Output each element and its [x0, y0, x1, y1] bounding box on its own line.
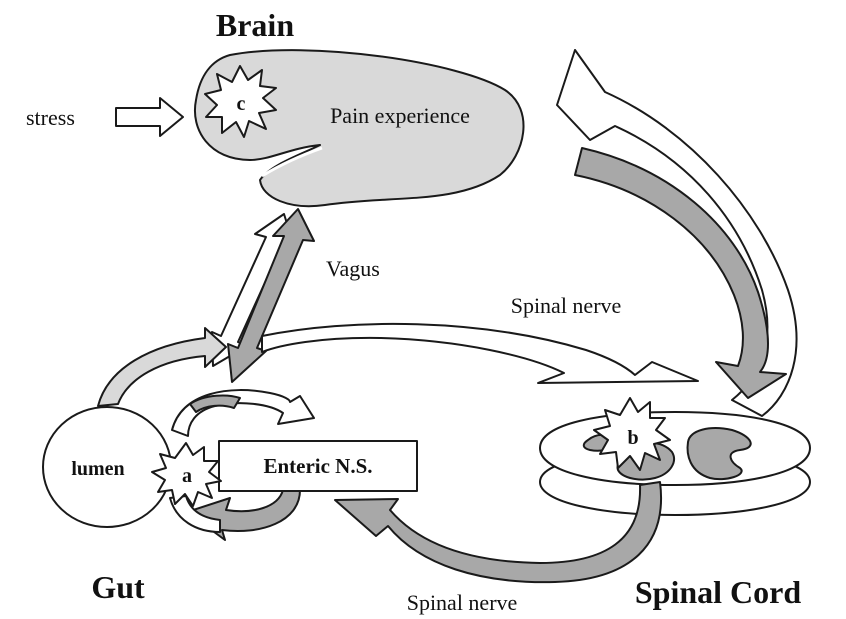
- a-label: a: [182, 465, 192, 487]
- spinal-cord-label: Spinal Cord: [635, 574, 801, 610]
- gut-label: Gut: [91, 569, 145, 605]
- enteric-top-loop-arrow-icon: [172, 390, 314, 436]
- spinal-nerve-top-arrow-icon: [262, 324, 698, 383]
- pain-experience-label: Pain experience: [330, 103, 470, 128]
- spinal-nerve-bottom-label: Spinal nerve: [407, 590, 518, 615]
- enteric-label: Enteric N.S.: [263, 454, 372, 478]
- c-label: c: [237, 93, 246, 115]
- spinal-cord-upper-disc: [540, 412, 810, 485]
- brain-title: Brain: [216, 7, 294, 43]
- b-label: b: [627, 427, 638, 449]
- lumen-label: lumen: [71, 458, 124, 480]
- spinal-nerve-top-label: Spinal nerve: [511, 293, 622, 318]
- stress-arrow-icon: [116, 98, 183, 136]
- stress-label: stress: [26, 105, 75, 130]
- vagus-label: Vagus: [326, 256, 380, 281]
